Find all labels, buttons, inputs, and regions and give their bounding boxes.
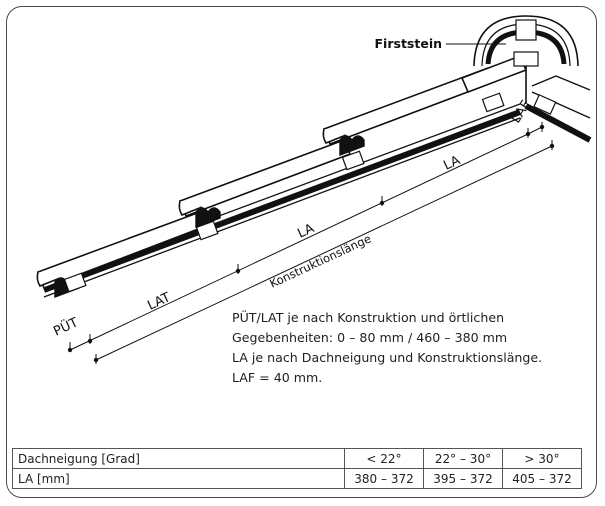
spec-table: Dachneigung [Grad] < 22° 22° – 30° > 30°… [12,448,582,489]
roof-underlay [42,103,522,298]
note-line: Gegebenheiten: 0 – 80 mm / 460 – 380 mm [232,330,508,345]
table-cell: < 22° [344,448,424,469]
laf-label: LAF [509,98,534,126]
batten-4 [481,92,505,113]
dimension-lines [69,122,553,364]
roof-tile-1 [36,210,208,290]
note-line: LA je nach Dachneigung und Konstruktions… [232,350,543,365]
konstruktionslaenge-label: Konstruktionslänge [267,231,373,290]
la-lower-label: LA [295,221,316,242]
table-row: LA [mm] 380 – 372 395 – 372 405 – 372 [12,468,582,489]
batten-3 [341,150,365,171]
dimension-dots [67,124,555,363]
batten-2 [195,220,219,241]
table-cell: 380 – 372 [344,468,424,489]
batten-1 [63,272,87,293]
table-cell: 405 – 372 [502,468,582,489]
note-block: PÜT/LAT je nach Konstruktion und örtlich… [232,308,562,388]
row-label: Dachneigung [Grad] [12,448,345,469]
right-slope [524,75,592,143]
roof-tiles [36,54,528,290]
table-cell: 395 – 372 [423,468,503,489]
puet-label: PÜT [51,314,81,340]
note-line: PÜT/LAT je nach Konstruktion und örtlich… [232,310,505,325]
la-upper-label: LA [441,153,462,174]
battens [63,92,505,293]
table-cell: 22° – 30° [423,448,503,469]
ridge-tile [473,15,579,104]
row-label: LA [mm] [12,468,345,489]
table-cell: > 30° [502,448,582,469]
table-row: Dachneigung [Grad] < 22° 22° – 30° > 30° [12,448,582,469]
firststein-label: Firststein [375,36,442,51]
lat-label: LAT [145,290,173,313]
note-line: LAF = 40 mm. [232,370,323,385]
